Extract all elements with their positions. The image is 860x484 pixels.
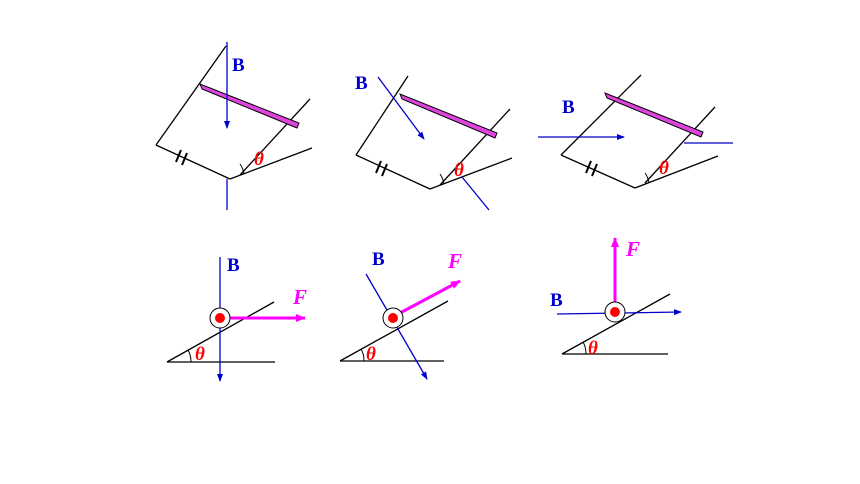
field-label: B: [550, 290, 563, 311]
incline-line: [561, 293, 671, 355]
angle-label: θ: [454, 160, 464, 181]
particle-dot: [388, 313, 398, 323]
force-label: F: [292, 285, 307, 309]
field-label: B: [232, 55, 245, 76]
panel-top-2: B θ: [355, 73, 513, 211]
particle-dot: [610, 307, 620, 317]
particle-dot: [215, 313, 225, 323]
panel-bottom-2: B F θ: [339, 249, 462, 380]
battery-symbol: [585, 160, 598, 177]
battery-symbol: [375, 160, 388, 177]
incline-line: [339, 300, 449, 362]
panel-top-1: B θ: [155, 42, 313, 210]
angle-arc: [360, 348, 365, 362]
field-label: B: [372, 249, 385, 270]
angle-arc: [582, 341, 587, 355]
conducting-rod: [199, 83, 300, 129]
field-label: B: [355, 73, 368, 94]
battery-symbol: [175, 149, 188, 166]
panel-bottom-1: B F θ: [166, 255, 307, 382]
panel-bottom-3: B F θ: [550, 237, 682, 359]
conducting-rod: [604, 92, 704, 138]
panel-top-3: B θ: [538, 74, 733, 189]
angle-label: θ: [366, 344, 376, 365]
force-arrow: [399, 279, 461, 315]
angle-arc: [644, 172, 650, 184]
field-label: B: [562, 97, 575, 118]
field-line-lower: [461, 176, 490, 211]
angle-arc: [239, 163, 245, 175]
force-label: F: [625, 237, 640, 261]
force-label: F: [447, 249, 462, 273]
conducting-rod: [399, 93, 498, 139]
field-label: B: [227, 255, 240, 276]
angle-label: θ: [254, 149, 264, 170]
angle-arc: [439, 173, 445, 185]
field-line: [377, 76, 425, 140]
angle-label: θ: [588, 338, 598, 359]
angle-label: θ: [659, 158, 669, 179]
angle-arc: [187, 349, 192, 363]
angle-label: θ: [195, 344, 205, 365]
